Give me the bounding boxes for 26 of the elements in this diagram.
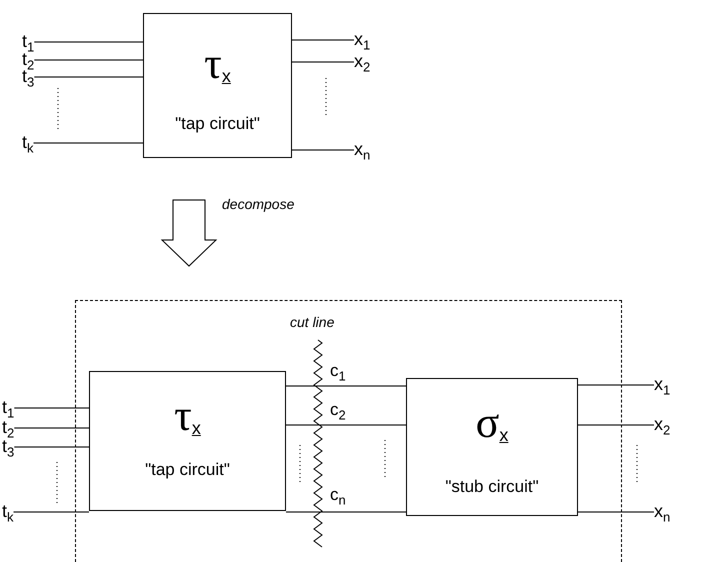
subsystem-boundary [75, 300, 622, 562]
signal-name: t$_{3}$ [2, 436, 14, 463]
circuit-name: "stub circuit" [444, 477, 540, 497]
circuit-symbol: τ$_{x}$ [173, 394, 202, 442]
wire [286, 424, 406, 426]
signal-name: x$_{2}$ [654, 414, 670, 441]
signal-name: t$_{k}$ [2, 501, 14, 528]
wire [33, 142, 144, 144]
circuit-symbol: τ$_{x}$ [203, 42, 232, 90]
circuit-block [143, 13, 292, 158]
edge-label: decompose [222, 196, 294, 212]
cut-line-label: cut line [290, 314, 334, 330]
signal-name: t$_{k}$ [22, 132, 34, 159]
circuit-block [89, 371, 286, 511]
wire [14, 446, 90, 448]
circuit-name: "tap circuit" [174, 114, 261, 134]
block-arrow [160, 200, 218, 267]
signal-name: x$_{1}$ [654, 374, 670, 401]
wire [578, 424, 654, 426]
wire [34, 76, 144, 78]
circuit-symbol: σ$_{x}$ [474, 401, 510, 449]
signal-name: x$_{n}$ [654, 501, 670, 528]
circuit-block [406, 378, 578, 516]
wire [578, 384, 654, 386]
signal-name: x$_{n}$ [354, 139, 370, 166]
circuit-name: "tap circuit" [144, 460, 231, 480]
